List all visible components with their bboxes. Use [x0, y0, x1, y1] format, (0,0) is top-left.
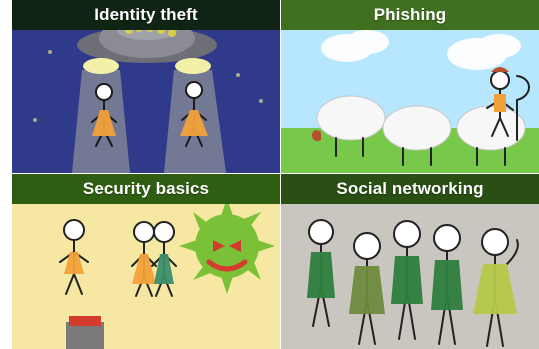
tile-title: Phishing	[281, 0, 539, 30]
tile-identity-theft[interactable]: Identity theft	[12, 0, 280, 173]
tile-title: Identity theft	[12, 0, 280, 30]
tile-phishing[interactable]: Phishing	[281, 0, 539, 173]
tile-title: Social networking	[281, 174, 539, 204]
tile-security-basics[interactable]: Security basics	[12, 174, 280, 349]
tile-social-networking[interactable]: Social networking	[281, 174, 539, 349]
tile-title: Security basics	[12, 174, 280, 204]
